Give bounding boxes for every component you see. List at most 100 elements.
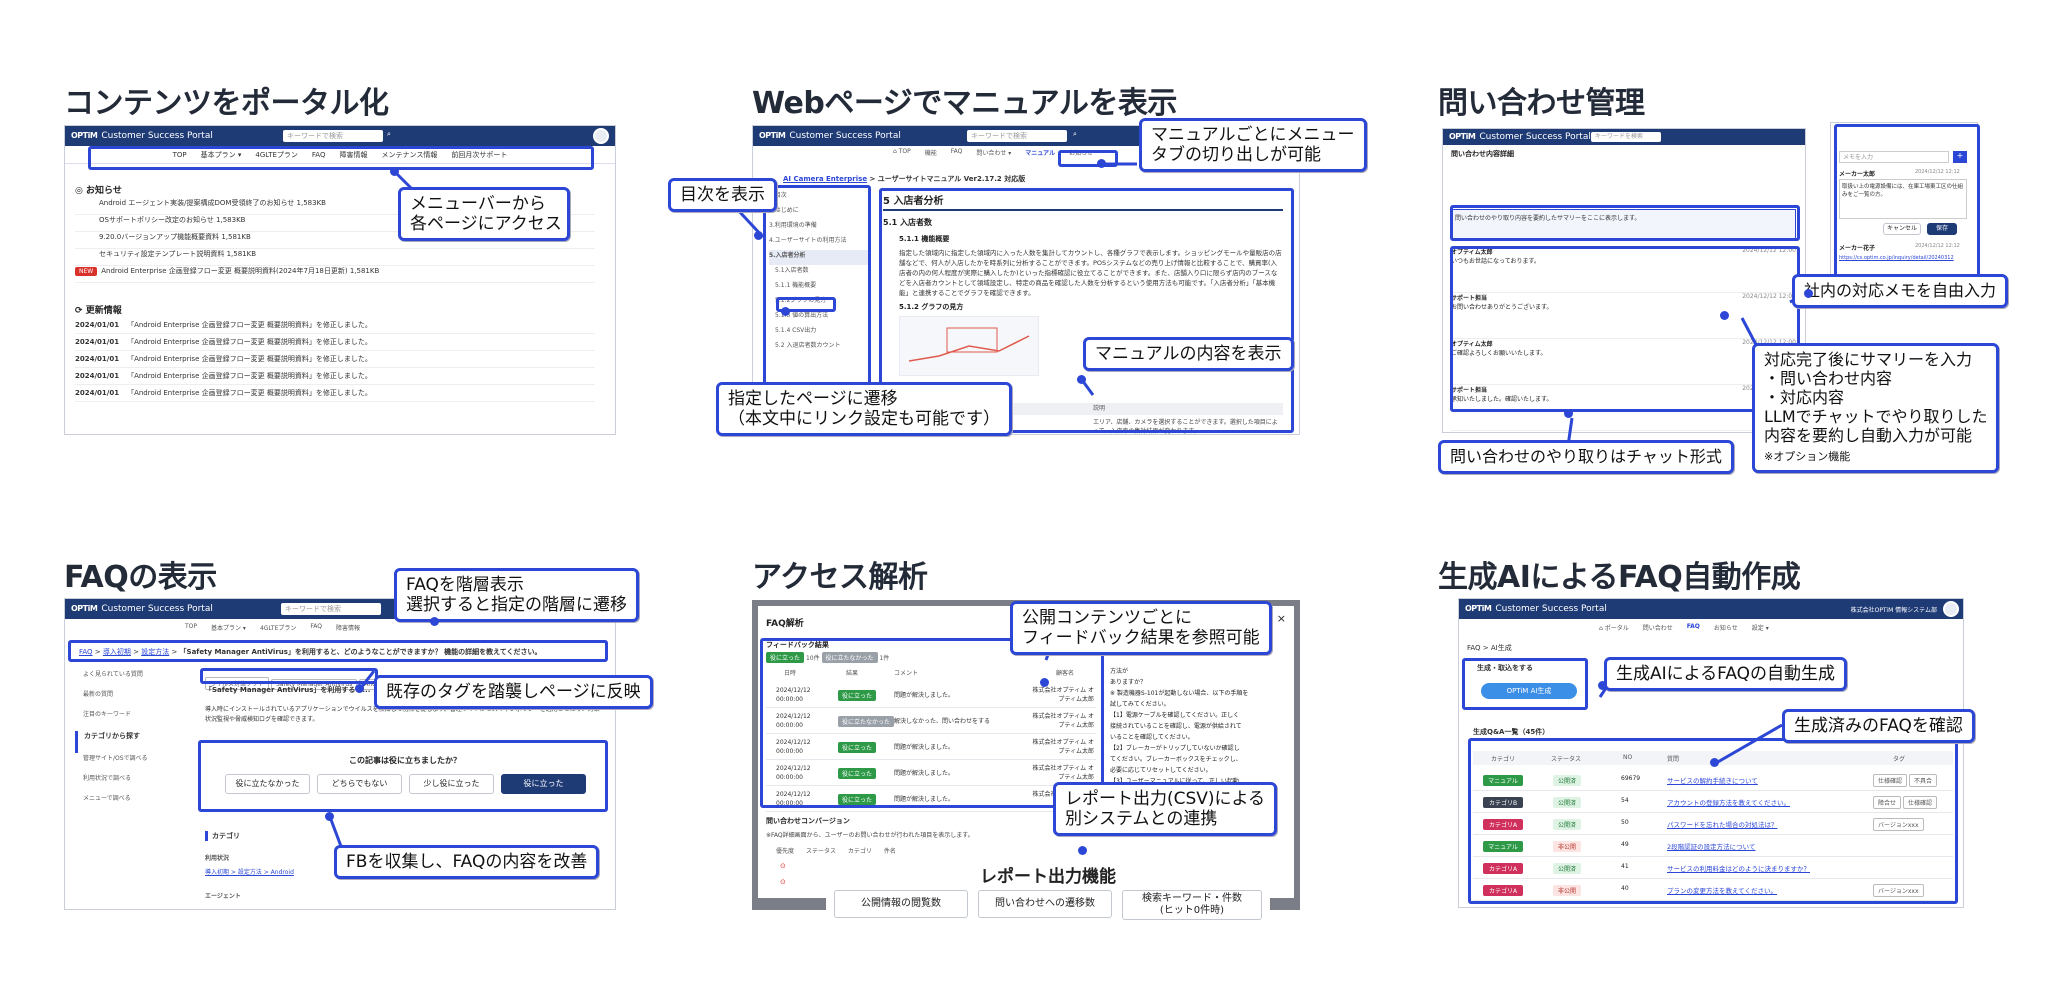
nav-item[interactable]: ⌂ ポータル [1599, 625, 1629, 632]
feedback-not-helpful-button[interactable]: 役に立たなかった [225, 774, 310, 794]
update-item[interactable]: 2024/01/01「Android Enterprise 企画登録フロー変更 … [75, 368, 595, 385]
tag[interactable]: バージョンxxx [1873, 884, 1924, 897]
row-question[interactable]: 2段階認証の設定方法について [1667, 843, 1756, 851]
report-button-views[interactable]: 公開情報の閲覧数 [834, 890, 968, 918]
feedback-neutral-button[interactable]: どちらでもない [317, 774, 402, 794]
toc-item[interactable]: 5.1入店者数 [775, 267, 809, 274]
memo-add-icon[interactable]: + [1953, 151, 1967, 163]
nav-item-manual[interactable]: マニュアル [1025, 150, 1056, 157]
notice-item[interactable]: セキュリティ設定テンプレート説明資料 1,581KB [75, 249, 595, 266]
tag[interactable]: 不具合 [1909, 774, 1938, 787]
nav-item[interactable]: FAQ [310, 623, 323, 630]
memo-input[interactable]: メモを入力 [1839, 151, 1949, 163]
sidebar-item[interactable]: 注目のキーワード [83, 711, 132, 718]
sidebar-item[interactable]: 利用状況で調べる [83, 775, 132, 782]
toc-item[interactable]: 4.ユーザーサイトの利用方法 [769, 237, 847, 244]
nav-item[interactable]: 設定 ▾ [1751, 625, 1769, 632]
nav-item[interactable]: お知らせ [1713, 625, 1738, 632]
nav-item[interactable]: 問い合わせ ▾ [976, 150, 1012, 157]
breadcrumb-link[interactable]: 導入初期 [102, 648, 131, 656]
nav-item[interactable]: お知らせ [1069, 150, 1094, 157]
breadcrumb-link[interactable]: AI Camera Enterprise [783, 175, 868, 183]
search-input[interactable]: キーワードで検索 [283, 130, 383, 142]
tag[interactable]: バージョンxxx [1873, 818, 1924, 831]
nav-item[interactable]: 問い合わせ [1642, 625, 1673, 632]
nav-item[interactable]: FAQ [311, 150, 326, 159]
tag[interactable]: 仕様確認 [1873, 774, 1908, 787]
memo-body[interactable]: 取扱い上の電源設備には、在庫工場東工区の仕組みをご一覧の方。 [1839, 179, 1967, 219]
nav-item[interactable]: 基本プラン ▾ [200, 150, 242, 159]
nav-item[interactable]: 基本プラン ▾ [211, 625, 246, 632]
notice-item[interactable]: 9.20.0バージョンアップ機能概要資料 1,581KB [75, 232, 595, 249]
filter-not-helpful[interactable]: 役に立たなかった [821, 652, 878, 663]
toc-item[interactable]: 5.1.2グラフの見方 [775, 297, 827, 304]
update-item[interactable]: 2024/01/01「Android Enterprise 企画登録フロー変更 … [75, 385, 595, 402]
update-item[interactable]: 2024/01/01「Android Enterprise 企画登録フロー変更 … [75, 334, 595, 351]
feedback-helpful-button[interactable]: 役に立った [501, 774, 586, 794]
sidebar-item[interactable]: 最新の質問 [83, 691, 114, 698]
toc-item[interactable]: 5.2 入退店者数カウント [775, 342, 841, 349]
search-icon[interactable]: ⌕ [387, 130, 391, 138]
update-item[interactable]: 2024/01/01「Android Enterprise 企画登録フロー変更 … [75, 317, 595, 334]
tag[interactable]: 障合せ [1873, 796, 1902, 809]
ai-generate-button[interactable]: OPTiM AI生成 [1481, 683, 1577, 699]
nav-item[interactable]: メンテナンス情報 [381, 150, 438, 159]
usage-link[interactable]: 導入初期 > 設定方法 > Android [205, 869, 294, 876]
sidebar-item[interactable]: 管理サイト/OSで調べる [83, 755, 148, 762]
toc-item-active[interactable]: 5.入店者分析 [769, 250, 869, 265]
nav-item[interactable]: 前回月次サポート [451, 150, 508, 159]
toc-item[interactable]: 5.1.3 値の算出方法 [775, 312, 829, 319]
search-input[interactable]: キーワードで検索 [281, 603, 381, 615]
notice-item[interactable]: OSサポートポリシー改定のお知らせ 1,583KB [75, 215, 595, 232]
memo-cancel-button[interactable]: キャンセル [1883, 223, 1921, 235]
report-button-inquiry[interactable]: 問い合わせへの遷移数 [978, 890, 1112, 918]
breadcrumb-link[interactable]: 設定方法 [141, 648, 170, 656]
nav-item-faq[interactable]: FAQ [1686, 623, 1700, 630]
row-question[interactable]: パスワードを忘れた場合の対処法は？ [1667, 821, 1778, 829]
toc-item[interactable]: 5.1.1 機能概要 [775, 282, 817, 289]
sidebar-item[interactable]: よく見られている質問 [83, 671, 143, 678]
nav-item[interactable]: 4GLTEプラン [255, 150, 298, 159]
search-input[interactable]: キーワードを検索 [1591, 132, 1661, 142]
close-icon[interactable]: × [1276, 612, 1286, 625]
search-input[interactable]: キーワードで検索 [967, 130, 1067, 142]
sidebar-item[interactable]: メニューで調べる [83, 795, 131, 802]
row-question[interactable]: プランの変更方法を教えてください。 [1667, 887, 1777, 895]
filter-helpful[interactable]: 役に立った [766, 652, 805, 663]
search-icon[interactable]: ⌕ [1073, 130, 1077, 138]
breadcrumb-link[interactable]: FAQ [79, 648, 93, 656]
feedback-somewhat-helpful-button[interactable]: 少し役に立った [409, 774, 494, 794]
toc-item[interactable]: 2.はじめに [769, 207, 799, 214]
nav-item[interactable]: FAQ [950, 148, 963, 155]
row-question[interactable]: サービスの解約手続きについて [1667, 777, 1758, 785]
notice-item[interactable]: Android エージェント実装/提案構成DOM受領終了のお知らせ 1,583K… [75, 198, 595, 215]
nav-item[interactable]: 機能 [924, 150, 937, 157]
avatar[interactable] [593, 128, 609, 144]
report-button-keywords[interactable]: 検索キーワード・件数 (ヒット0件時) [1122, 890, 1262, 920]
nav-item[interactable]: 4GLTEプラン [259, 625, 297, 632]
nav-item[interactable]: TOP [185, 623, 198, 630]
nav-item[interactable]: TOP [172, 150, 187, 159]
toc-item[interactable]: 1.目次 [769, 192, 787, 199]
row-question[interactable]: アカウントの登録方法を教えてください。 [1667, 799, 1790, 807]
avatar[interactable] [1943, 601, 1959, 617]
nav-item[interactable]: 障害情報 [339, 150, 368, 159]
toc-item[interactable]: 3.利用環境の準備 [769, 222, 817, 229]
nav-item[interactable]: 障害情報 [336, 625, 361, 632]
update-item[interactable]: 2024/01/01「Android Enterprise 企画登録フロー変更 … [75, 351, 595, 368]
tag[interactable]: 仕様確認 [1903, 796, 1938, 809]
toc-item[interactable]: 5.1.4 CSV出力 [775, 327, 817, 334]
memo2-link[interactable]: https://cs.optim.co.jp/inquiry/detail/20… [1839, 255, 1954, 261]
memo-save-button[interactable]: 保存 [1927, 223, 1957, 235]
